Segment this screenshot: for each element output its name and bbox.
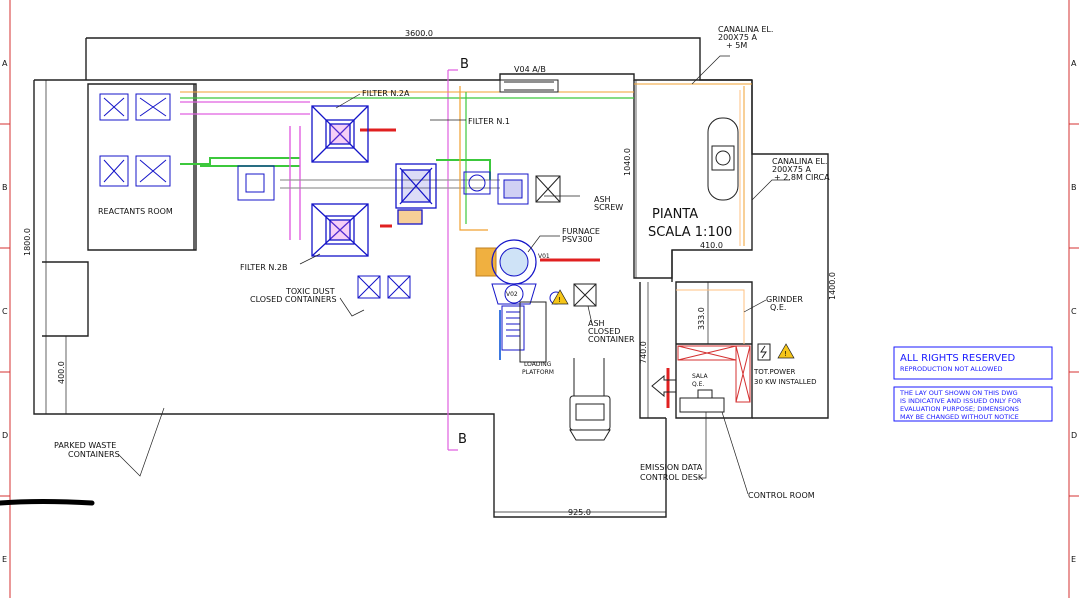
row-label-c: C: [2, 307, 8, 316]
notice-body-line2: IS INDICATIVE AND ISSUED ONLY FOR: [900, 397, 1022, 405]
section-line: [447, 69, 458, 451]
dim-pianta-height: 1040.0: [623, 148, 632, 176]
grinder-line1: GRINDER: [766, 295, 803, 304]
reactant-tanks: [99, 93, 171, 187]
v04-label: V04 A/B: [514, 65, 546, 74]
ash-screw-line2: SCREW: [594, 203, 623, 212]
sala-line2: Q.E.: [692, 381, 704, 388]
row-label-c-right: C: [1071, 307, 1077, 316]
ash-container-line1: ASH: [588, 319, 605, 328]
warning-icon: !: [551, 289, 569, 305]
canalina2-line1: CANALINA EL.: [772, 157, 827, 166]
filter2a-label: FILTER N.2A: [362, 89, 410, 98]
canalina2-line2: 200X75 A: [772, 165, 811, 174]
canalina1-line2: 200X75 A: [718, 33, 757, 42]
row-label-d: D: [2, 431, 8, 440]
rights-notice: ALL RIGHTS RESERVED REPRODUCTION NOT ALL…: [893, 346, 1053, 422]
dim-control-width: 410.0: [700, 241, 723, 250]
reactants-room-label: REACTANTS ROOM: [98, 207, 173, 216]
notice-subtitle: REPRODUCTION NOT ALLOWED: [900, 365, 1003, 373]
v02-label: V02: [506, 291, 518, 298]
dim-left-height: 1800.0: [23, 228, 32, 256]
leader-lines: [117, 55, 790, 495]
parked-waste-line2: CONTAINERS: [68, 450, 120, 459]
dim-grinder-height: 333.0: [697, 307, 706, 330]
ash-screw-line1: ASH: [594, 195, 611, 204]
ash-container-line3: CONTAINER: [588, 335, 635, 344]
piping: [180, 83, 752, 360]
warning-icon: !: [777, 343, 795, 359]
dimension-lines: [45, 37, 829, 513]
toxic-dust-line1: TOXIC DUST: [285, 287, 335, 296]
row-label-a-right: A: [1071, 59, 1077, 68]
pianta-line1: PIANTA: [652, 207, 698, 222]
building-outline: [33, 37, 829, 518]
dim-control-height: 740.0: [639, 341, 648, 364]
filter-2a: [311, 105, 369, 163]
section-label-bottom: B: [458, 432, 467, 447]
svg-text:!: !: [784, 350, 787, 358]
svg-text:!: !: [558, 296, 561, 304]
ash-container-line2: CLOSED: [588, 327, 620, 336]
filter-2b: [311, 203, 369, 257]
arrow-icon: [651, 374, 677, 398]
filter2b-label: FILTER N.2B: [240, 263, 287, 272]
filter-1: [395, 163, 437, 225]
notice-body-line3: EVALUATION PURPOSE; DIMENSIONS: [900, 405, 1019, 413]
canalina1-line3: + 5M: [726, 41, 747, 50]
loading-line2: PLATFORM: [522, 369, 554, 376]
totpower-line1: TOT.POWER: [753, 368, 796, 376]
notice-body-line1: THE LAY OUT SHOWN ON THIS DWG: [899, 389, 1018, 397]
dim-right-height: 1400.0: [828, 272, 837, 300]
grinder-line2: Q.E.: [770, 303, 786, 312]
emission-line1: EMISSION DATA: [640, 463, 703, 472]
sala-line1: SALA: [692, 373, 709, 380]
row-label-e-right: E: [1071, 555, 1076, 564]
canalina2-line3: + 2.8M CIRCA: [774, 173, 830, 182]
furnace-psv300: [475, 239, 563, 363]
control-room-items: [666, 345, 751, 413]
notice-title: ALL RIGHTS RESERVED: [900, 353, 1015, 364]
electric-panel-icon: [757, 343, 771, 361]
furnace-line2: PSV300: [562, 235, 593, 244]
toxic-dust-line2: CLOSED CONTAINERS: [250, 295, 337, 304]
v01-label: V01: [538, 253, 550, 260]
forklift-icon: [569, 358, 611, 441]
furnace-line1: FURNACE: [562, 227, 600, 236]
pianta-line2: SCALA 1:100: [648, 225, 732, 240]
row-label-b: B: [2, 183, 8, 192]
row-label-b-right: B: [1071, 183, 1077, 192]
valve-v04: [499, 79, 559, 93]
control-room-label: CONTROL ROOM: [748, 491, 815, 500]
emission-line2: CONTROL DESK: [640, 473, 704, 482]
row-label-a: A: [2, 59, 8, 68]
section-label-top: B: [460, 57, 469, 72]
dim-bottom-width: 925.0: [568, 508, 591, 517]
side-equipment: [237, 165, 561, 205]
marker-stroke: [0, 499, 95, 506]
canalina1-line1: CANALINA EL.: [718, 25, 773, 34]
notice-body-line4: MAY BE CHANGED WITHOUT NOTICE: [900, 413, 1019, 421]
totpower-line2: 30 KW INSTALLED: [754, 378, 817, 386]
parked-waste-line1: PARKED WASTE: [54, 441, 116, 450]
row-label-e: E: [2, 555, 7, 564]
filter1-label: FILTER N.1: [468, 117, 510, 126]
toxic-dust-containers: [357, 275, 597, 307]
row-label-d-right: D: [1071, 431, 1077, 440]
dim-left-lower: 400.0: [57, 361, 66, 384]
dim-top-width: 3600.0: [405, 29, 433, 38]
pianta-equipment: [707, 117, 739, 201]
loading-line1: LOADING: [524, 361, 552, 368]
labels: CANALINA EL. 200X75 A + 5M CANALINA EL. …: [54, 25, 830, 500]
